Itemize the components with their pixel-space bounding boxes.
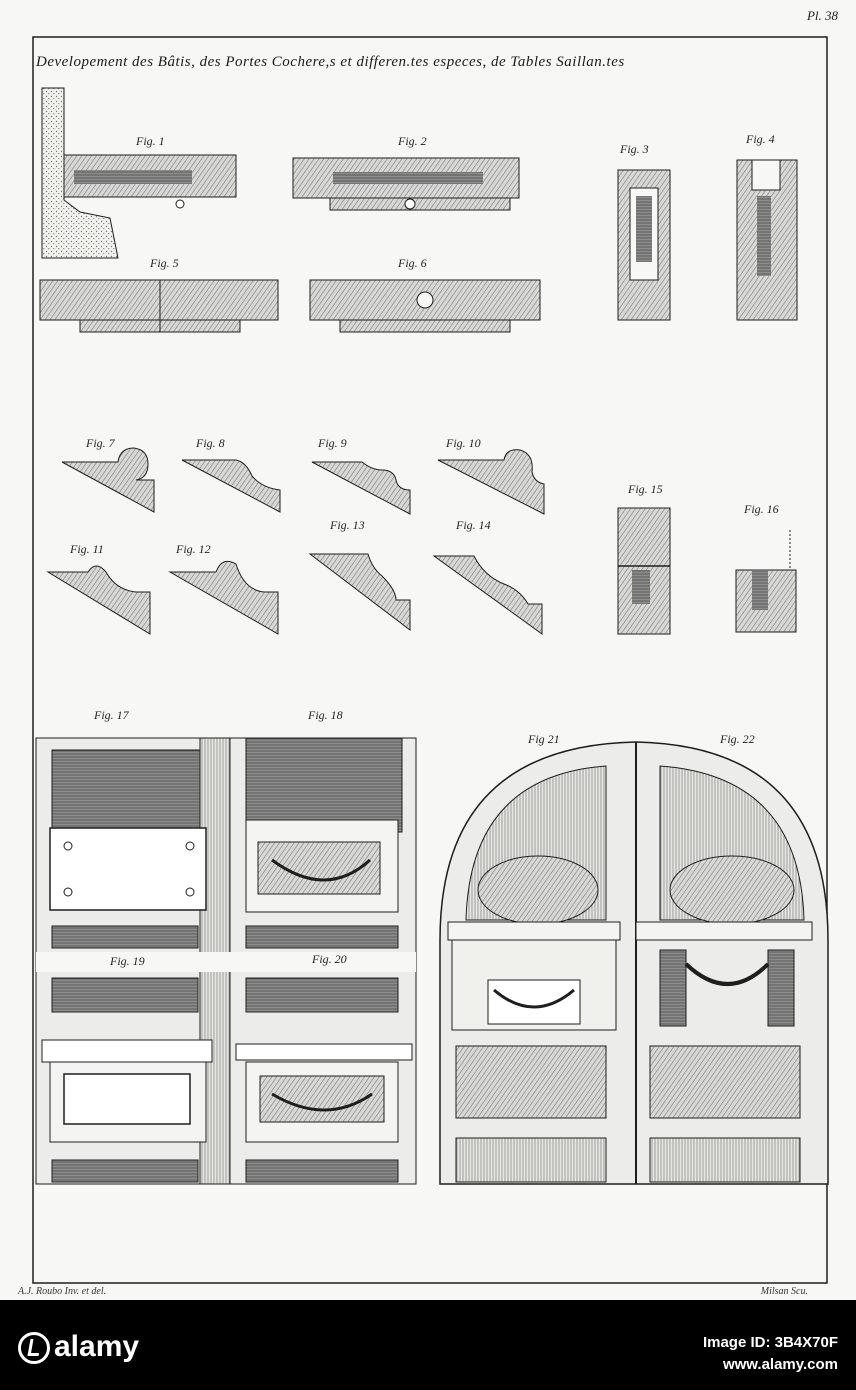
fig-label-4: Fig. 4 — [746, 132, 775, 146]
fig-label-9: Fig. 9 — [318, 436, 347, 450]
fig-label-11: Fig. 11 — [70, 542, 104, 556]
fig-label-18: Fig. 18 — [308, 708, 343, 722]
figure-1-drawing — [41, 87, 237, 259]
door-panels-left — [35, 737, 417, 1185]
fig-label-16: Fig. 16 — [744, 502, 779, 516]
figure-3-drawing — [617, 169, 671, 321]
fig-label-3: Fig. 3 — [620, 142, 649, 156]
stock-url-link[interactable]: www.alamy.com — [722, 1356, 838, 1373]
plate-number: Pl. 38 — [806, 8, 838, 23]
fig-label-13: Fig. 13 — [330, 518, 365, 532]
engraving-drawing — [32, 36, 829, 1284]
fig-label-8: Fig. 8 — [196, 436, 225, 450]
fig-label-6: Fig. 6 — [398, 256, 427, 270]
fig-label-19: Fig. 19 — [110, 954, 145, 968]
stock-logo-mark-icon — [18, 1332, 50, 1365]
fig-label-10: Fig. 10 — [446, 436, 481, 450]
stock-logo-text: alamy — [54, 1330, 140, 1363]
figure-16-drawing — [735, 530, 797, 633]
fig-label-21: Fig 21 — [528, 732, 560, 746]
figure-5-drawing — [39, 279, 279, 333]
fig-label-15: Fig. 15 — [628, 482, 663, 496]
engraver-credit-left: A.J. Roubo Inv. et del. — [18, 1286, 107, 1297]
engraver-credit-right: Milsan Scu. — [760, 1286, 808, 1297]
moulding-profiles — [46, 447, 545, 635]
stock-image-id: Image ID: 3B4X70F — [702, 1334, 838, 1351]
fig-label-5: Fig. 5 — [150, 256, 179, 270]
fig-label-22: Fig. 22 — [720, 732, 755, 746]
figure-6-drawing — [309, 279, 541, 333]
fig-label-20: Fig. 20 — [312, 952, 347, 966]
engraving-plate: Pl. 38 Developement des Bâtis, des Porte… — [18, 8, 838, 1297]
fig-label-14: Fig. 14 — [456, 518, 491, 532]
fig-label-1: Fig. 1 — [136, 134, 165, 148]
fig-label-17: Fig. 17 — [94, 708, 129, 722]
figure-4-drawing — [736, 159, 798, 321]
figure-2-drawing — [292, 157, 520, 211]
figure-15-drawing — [617, 507, 671, 635]
fig-label-2: Fig. 2 — [398, 134, 427, 148]
stock-logo[interactable]: alamy — [18, 1330, 140, 1365]
arched-doors-right — [439, 741, 829, 1185]
stock-watermark-bar — [0, 1300, 856, 1390]
plate-title: Developement des Bâtis, des Portes Coche… — [36, 54, 625, 70]
fig-label-12: Fig. 12 — [176, 542, 211, 556]
fig-label-7: Fig. 7 — [86, 436, 115, 450]
plate-border — [32, 36, 828, 1284]
